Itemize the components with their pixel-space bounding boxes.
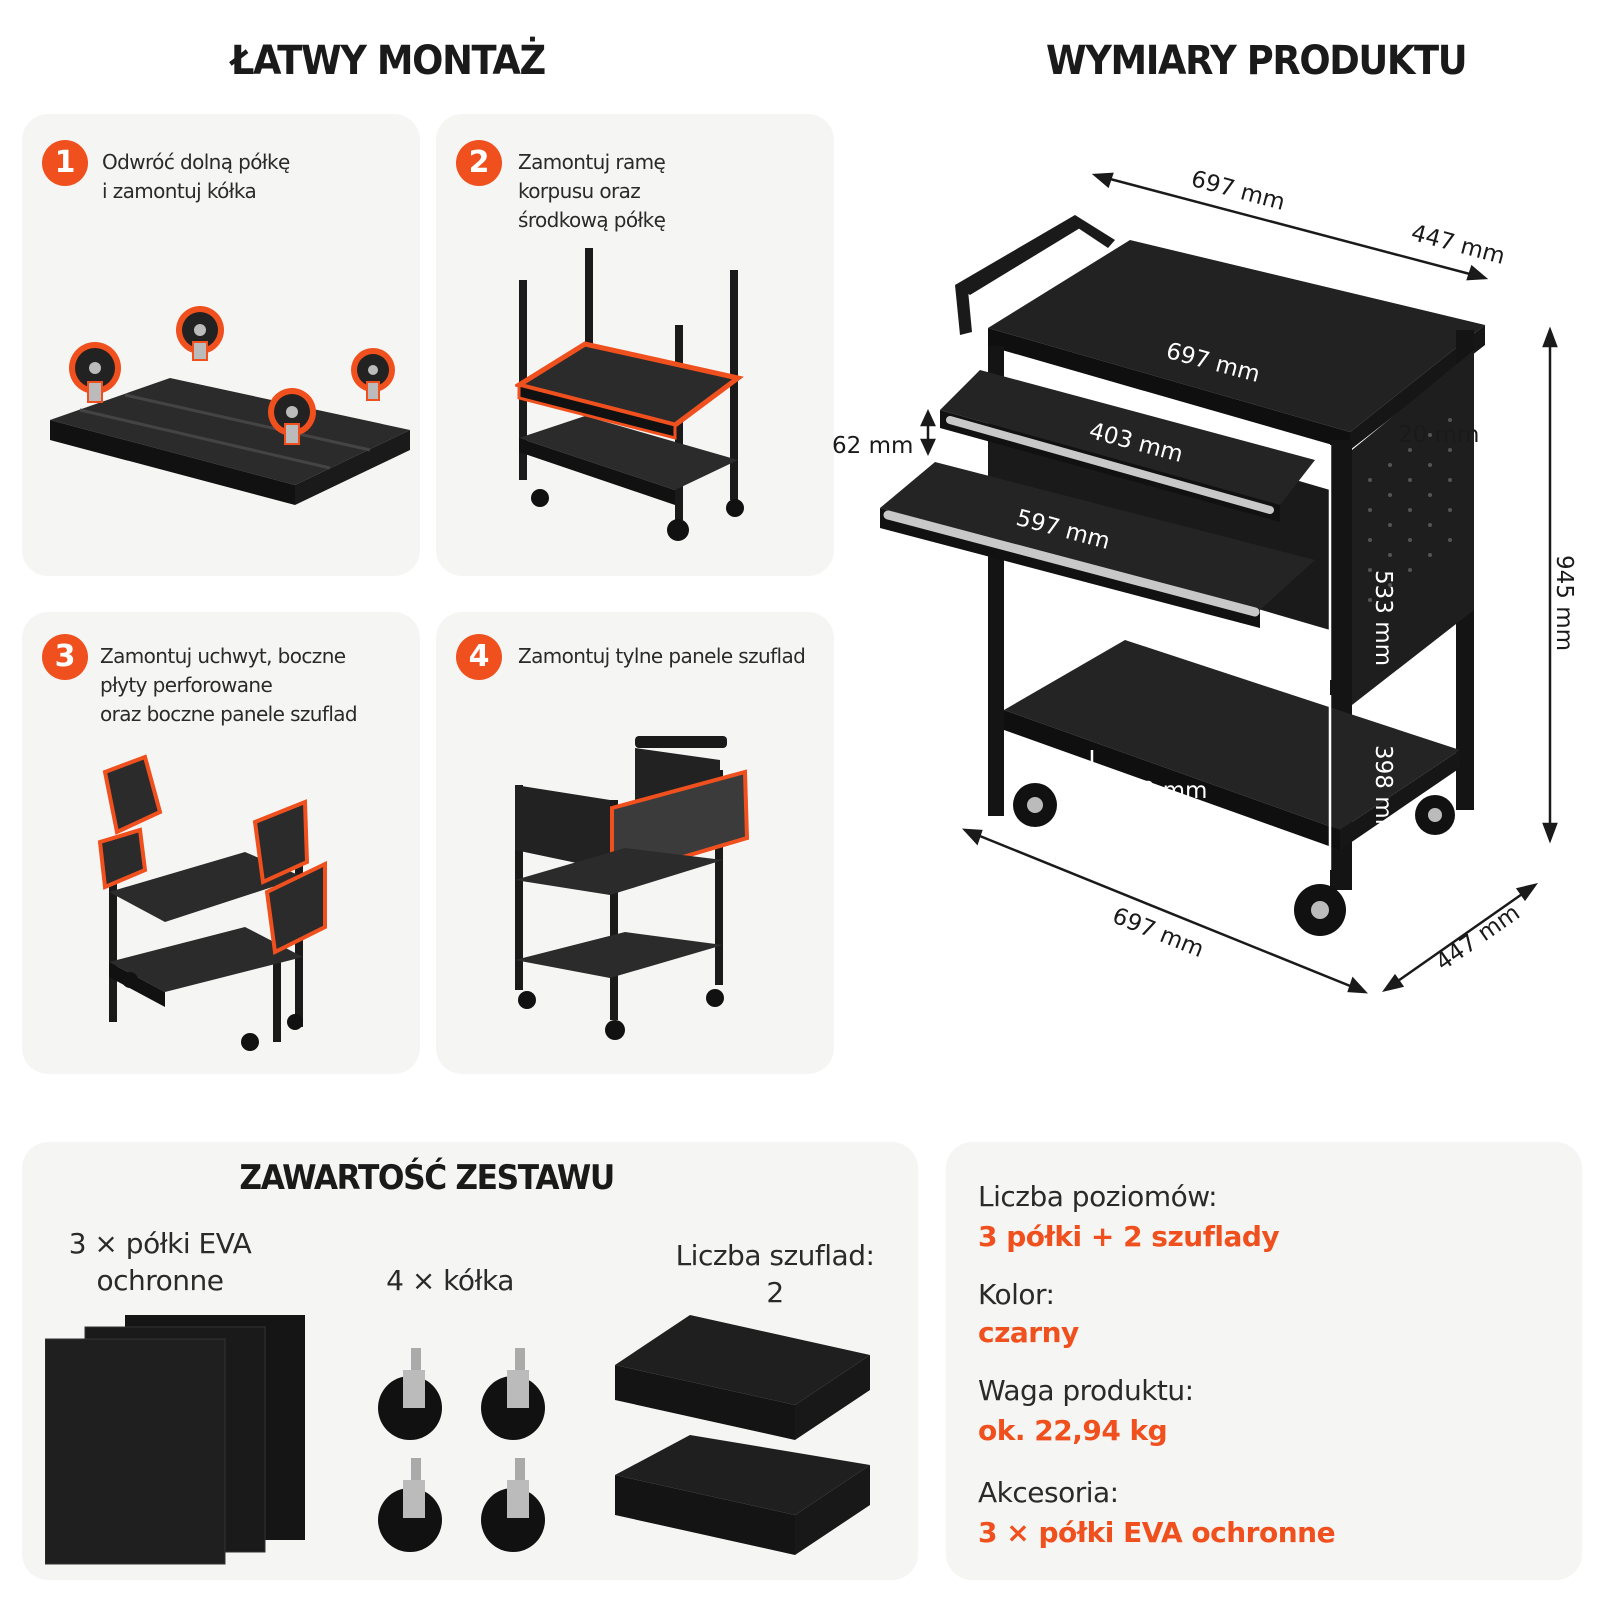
frame-and-middle-shelf-illustration <box>515 248 744 541</box>
step-badge-3: 3 <box>42 634 88 680</box>
casters-illustration <box>378 1348 545 1552</box>
step-text-2: Zamontuj ramę korpusu oraz środkową półk… <box>518 150 666 232</box>
step-badge-2: 2 <box>456 140 502 186</box>
drawers-illustration <box>615 1315 870 1555</box>
specs-card <box>946 1142 1582 1580</box>
caster-wheel-4 <box>268 388 316 445</box>
step-text-3: Zamontuj uchwyt, boczne płyty perforowan… <box>100 644 358 726</box>
kit-caster-4 <box>481 1458 545 1552</box>
dimensions-title: WYMIARY PRODUKTU <box>1046 38 1468 84</box>
step-card-3 <box>22 612 420 1074</box>
eva-mats-illustration <box>45 1315 305 1565</box>
kit-item-drawers-label: Liczba szuflad: 2 <box>675 1239 875 1309</box>
spec-accessories-label: Akcesoria: <box>978 1476 1119 1509</box>
kit-drawer-2 <box>615 1435 870 1555</box>
step-card-2 <box>436 114 834 576</box>
step-text-4: Zamontuj tylne panele szuflad <box>518 644 806 668</box>
spec-color-label: Kolor: <box>978 1278 1055 1311</box>
assembly-title: ŁATWY MONTAŻ <box>230 38 546 84</box>
caster-wheel-1 <box>69 342 121 403</box>
step-badge-1: 1 <box>42 140 88 186</box>
kit-title: ZAWARTOŚĆ ZESTAWU <box>239 1158 615 1198</box>
caster-wheel-2 <box>176 306 224 361</box>
dim-middle-gap: 533 mm <box>1370 569 1397 667</box>
kit-item-eva-label: 3 × półki EVA ochronne <box>68 1227 252 1297</box>
dim-drawer-height: 62 mm <box>832 433 914 459</box>
step-badge-4: 4 <box>456 634 502 680</box>
handle-and-side-panels-illustration <box>97 754 327 1051</box>
spec-weight-value: ok. 22,94 kg <box>978 1414 1168 1447</box>
dim-lower-gap: 398 mm <box>1370 744 1397 842</box>
spec-levels-value: 3 półki + 2 szuflady <box>978 1220 1280 1253</box>
kit-item-casters-label: 4 × kółka <box>386 1264 514 1297</box>
step-text-1: Odwróć dolną półkę i zamontuj kółka <box>102 150 290 203</box>
dim-rim: 20 mm <box>1398 422 1480 448</box>
rear-drawer-panels-illustration <box>515 736 750 1040</box>
spec-color-value: czarny <box>978 1316 1079 1349</box>
spec-accessories-value: 3 × półki EVA ochronne <box>978 1516 1336 1549</box>
bottom-shelf-with-casters-illustration <box>50 306 410 505</box>
kit-caster-3 <box>378 1458 442 1552</box>
caster-wheel-3 <box>351 348 395 401</box>
kit-drawer-1 <box>615 1315 870 1440</box>
dim-bottom-rim: 50 mm <box>1126 778 1208 804</box>
spec-levels-label: Liczba poziomów: <box>978 1180 1218 1213</box>
spec-weight-label: Waga produktu: <box>978 1374 1194 1407</box>
dim-total-height: 945 mm <box>1551 554 1578 652</box>
kit-caster-2 <box>481 1348 545 1440</box>
kit-caster-1 <box>378 1348 442 1440</box>
tool-cart-dimension-drawing <box>880 172 1558 994</box>
